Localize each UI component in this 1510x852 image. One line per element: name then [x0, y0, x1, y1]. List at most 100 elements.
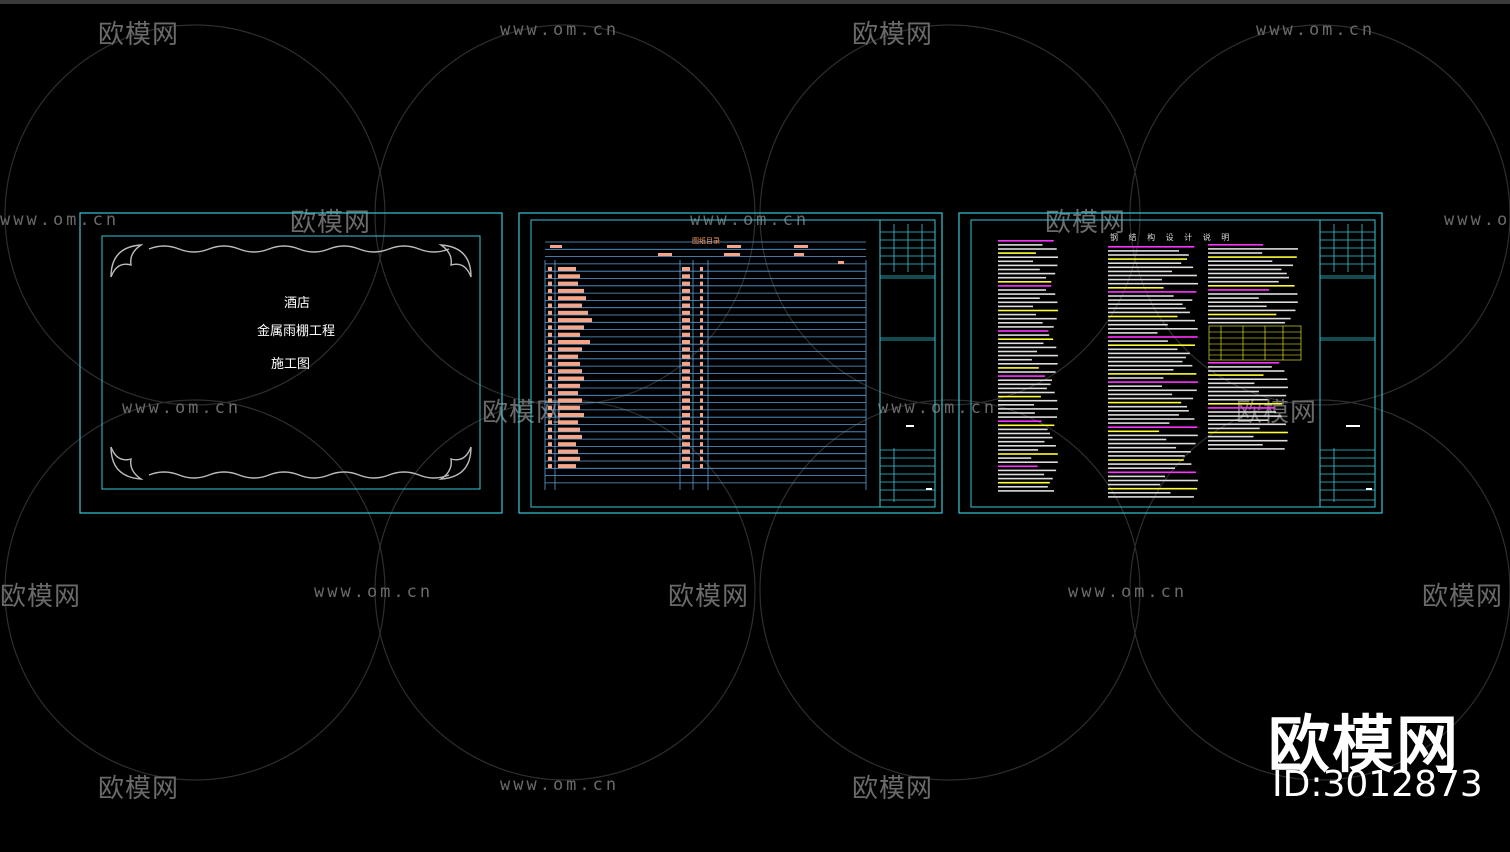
index-entry-number — [548, 383, 552, 388]
notes-text-line — [1208, 256, 1297, 258]
notes-text-line — [1108, 344, 1195, 346]
notes-text-line — [998, 445, 1056, 447]
notes-text-line — [1108, 328, 1198, 330]
index-entry-number — [548, 420, 552, 425]
index-entry-rev — [700, 281, 703, 286]
notes-text-line — [1208, 309, 1296, 312]
notes-sheet[interactable] — [958, 212, 1384, 515]
notes-text-line — [1108, 291, 1197, 293]
notes-text-line — [1208, 268, 1282, 271]
index-entry-bar — [558, 332, 580, 337]
notes-text-line — [1108, 254, 1189, 256]
index-sheet[interactable] — [518, 212, 944, 515]
notes-text-line — [1208, 317, 1291, 320]
cover-sheet[interactable] — [79, 212, 504, 515]
watermark-url: www.om.cn — [878, 398, 998, 418]
index-entry-code — [682, 456, 690, 461]
notes-text-line — [998, 256, 1058, 258]
watermark-brand: 欧模网 — [1422, 582, 1504, 612]
notes-text-line — [1208, 244, 1264, 246]
notes-text-line — [998, 367, 1039, 369]
notes-text-line — [1108, 278, 1162, 281]
notes-text-line — [1108, 258, 1187, 260]
notes-text-line — [998, 481, 1050, 484]
notes-text-line — [998, 346, 1057, 349]
notes-text-line — [1108, 496, 1194, 498]
notes-text-line — [998, 399, 1058, 402]
notes-text-line — [1208, 423, 1286, 426]
index-entry-number — [548, 376, 552, 381]
index-entry-number — [548, 449, 552, 454]
notes-text-line — [998, 490, 1055, 492]
notes-text-line — [998, 432, 1050, 435]
index-entry-number — [548, 303, 552, 308]
index-entry-number — [548, 456, 552, 461]
index-entry-bar — [558, 427, 580, 432]
notes-text-line — [1208, 362, 1280, 364]
notes-text-line — [998, 371, 1056, 373]
index-entry-rev — [700, 267, 703, 271]
notes-text-line — [1108, 315, 1178, 318]
notes-text-line — [1108, 287, 1164, 289]
notes-text-line — [1108, 352, 1190, 355]
index-entry-number — [548, 413, 552, 417]
index-entry-bar — [558, 413, 584, 417]
notes-text-line — [998, 354, 1058, 357]
index-header-cell — [727, 245, 741, 248]
notes-text-line — [1208, 398, 1268, 401]
notes-text-line — [1208, 382, 1255, 385]
watermark-brand: 欧模网 — [0, 582, 82, 612]
notes-text-line — [1108, 266, 1194, 269]
notes-text-line — [1208, 321, 1285, 324]
notes-text-line — [998, 338, 1054, 340]
notes-text-line — [998, 358, 1032, 361]
notes-text-line — [1108, 385, 1162, 387]
index-entry-code — [682, 361, 690, 366]
notes-text-line — [998, 342, 1044, 345]
notes-text-line — [998, 293, 1056, 295]
index-entry-code — [682, 464, 690, 469]
index-entry-rev — [700, 318, 703, 323]
notes-text-line — [998, 375, 1046, 377]
notes-text-line — [1208, 301, 1298, 303]
index-entry-code — [682, 310, 690, 315]
notes-text-line — [1108, 262, 1182, 264]
index-entry-code — [682, 442, 690, 447]
notes-text-line — [1208, 448, 1285, 450]
index-entry-code — [682, 449, 690, 454]
notes-text-line — [1108, 455, 1185, 457]
index-entry-rev — [700, 456, 703, 461]
index-entry-rev — [700, 332, 703, 337]
notes-text-line — [1108, 299, 1193, 301]
notes-text-line — [1208, 248, 1298, 250]
index-entry-bar — [558, 420, 578, 425]
notes-text-line — [1108, 414, 1179, 416]
index-entry-code — [682, 434, 690, 439]
notes-text-line — [1208, 439, 1288, 442]
index-entry-code — [682, 332, 690, 337]
notes-text-line — [998, 317, 1057, 320]
notes-text-line — [1108, 348, 1178, 351]
notes-text-line — [1208, 415, 1282, 417]
index-entry-bar — [558, 325, 584, 330]
notes-text-line — [1208, 252, 1263, 254]
notes-text-line — [998, 244, 1043, 246]
notes-text-line — [1108, 430, 1160, 433]
notes-text-line — [998, 272, 1056, 275]
notes-text-line — [998, 281, 1052, 283]
notes-text-line — [1208, 435, 1254, 438]
notes-text-line — [1208, 305, 1267, 308]
notes-text-line — [998, 285, 1052, 287]
notes-text-line — [1108, 393, 1173, 396]
notes-text-line — [1108, 451, 1191, 453]
brand-logo-text: 欧模网 — [1268, 708, 1461, 781]
notes-text-line — [998, 276, 1047, 279]
index-entry-number — [548, 296, 552, 301]
watermark-url: www.om.cn — [500, 775, 620, 795]
watermark-url: www.om.cn — [0, 210, 120, 230]
notes-text-line — [1108, 483, 1161, 486]
notes-text-line — [998, 469, 1057, 472]
notes-text-line — [1108, 373, 1197, 375]
index-entry-bar — [558, 274, 580, 279]
